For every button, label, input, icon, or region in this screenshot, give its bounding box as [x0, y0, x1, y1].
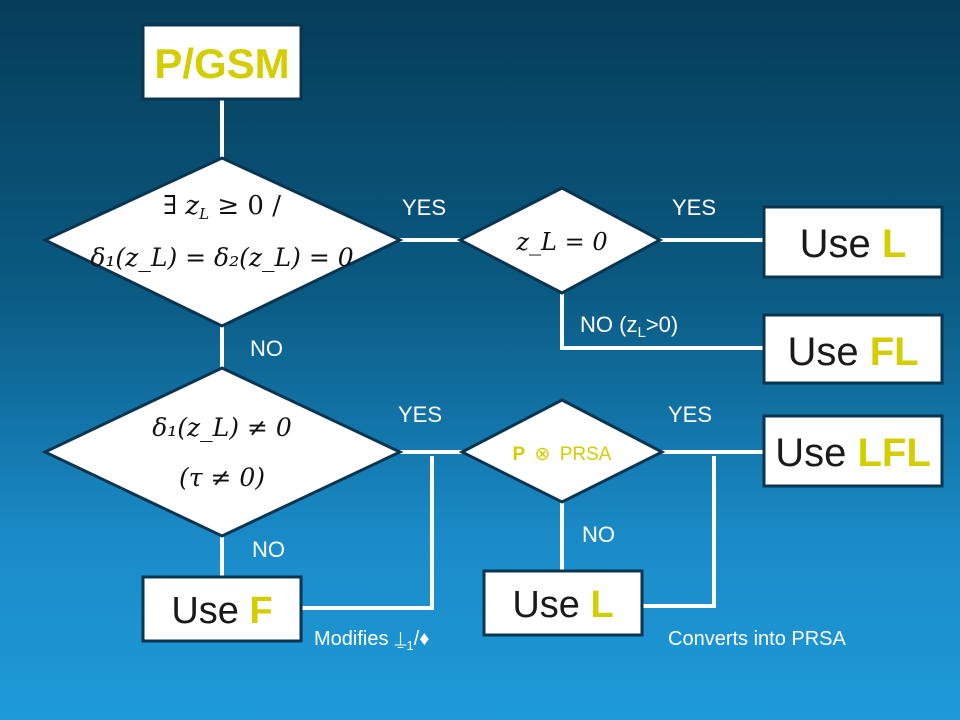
- label-no-1: NO: [250, 336, 283, 361]
- svg-text:Use FL: Use FL: [787, 330, 918, 374]
- label-modifies: Modifies⍊1/♦: [314, 628, 430, 653]
- label-yes-2: YES: [672, 195, 716, 220]
- use-f-prefix: Use: [171, 590, 249, 632]
- svg-text:Use LFL: Use LFL: [775, 431, 931, 475]
- edge-d2-use-fl: [560, 293, 765, 350]
- decision-4-bold: P: [513, 444, 526, 465]
- node-use-lfl: Use LFL: [762, 414, 944, 488]
- tau-icon: ♦: [419, 628, 429, 650]
- edge-converts: [642, 456, 716, 608]
- decision-4-symbol: ⊗: [535, 444, 551, 465]
- use-f-highlight: F: [249, 590, 272, 632]
- connector-lines: [220, 100, 765, 610]
- label-no-2: NO: [582, 522, 615, 547]
- decision-1: ∃ zL ≥ 0 / δ₁(z_L) = δ₂(z_L) = 0: [41, 156, 404, 328]
- label-no-3: NO: [252, 537, 285, 562]
- decision-4-label: P ⊗ PRSA: [513, 444, 612, 465]
- use-l-top-highlight: L: [882, 222, 906, 266]
- use-l-bottom-prefix: Use: [512, 584, 590, 626]
- use-fl-highlight: FL: [870, 330, 919, 374]
- decision-4-rest: PRSA: [560, 444, 612, 465]
- delta-icon: ⍊: [394, 628, 406, 650]
- start-label: P/GSM: [154, 40, 289, 87]
- edge-modifies: [302, 456, 434, 610]
- label-yes-3: YES: [398, 402, 442, 427]
- label-no-zl: NO (zL>0): [580, 312, 678, 341]
- decision-4: P ⊗ PRSA: [458, 398, 666, 504]
- node-use-fl: Use FL: [762, 313, 944, 385]
- use-lfl-highlight: LFL: [857, 431, 930, 475]
- label-converts: Converts into PRSA: [668, 628, 847, 650]
- decision-3-line1: δ₁(z_L) ≠ 0: [152, 413, 292, 442]
- node-use-l-top: Use L: [762, 205, 944, 279]
- node-use-f: Use F: [141, 575, 303, 643]
- use-fl-prefix: Use: [787, 330, 869, 374]
- decision-1-line1: ∃ zL ≥ 0 /: [163, 191, 281, 223]
- decision-2-label: z_L = 0: [515, 228, 607, 256]
- decision-3: δ₁(z_L) ≠ 0 (τ ≠ 0): [41, 366, 404, 538]
- decision-2: z_L = 0: [456, 186, 664, 295]
- svg-text:Use L: Use L: [512, 584, 613, 626]
- decision-3-line2: (τ ≠ 0): [179, 463, 265, 492]
- decision-1-line2: δ₁(z_L) = δ₂(z_L) = 0: [90, 243, 353, 272]
- label-yes-4: YES: [668, 402, 712, 427]
- use-l-bottom-highlight: L: [590, 584, 613, 626]
- node-start: P/GSM: [141, 23, 303, 101]
- use-lfl-prefix: Use: [775, 431, 857, 475]
- svg-text:Use F: Use F: [171, 590, 272, 632]
- svg-text:Use L: Use L: [800, 222, 907, 266]
- label-yes-1: YES: [402, 195, 446, 220]
- use-l-top-prefix: Use: [800, 222, 882, 266]
- node-use-l-bottom: Use L: [482, 569, 644, 637]
